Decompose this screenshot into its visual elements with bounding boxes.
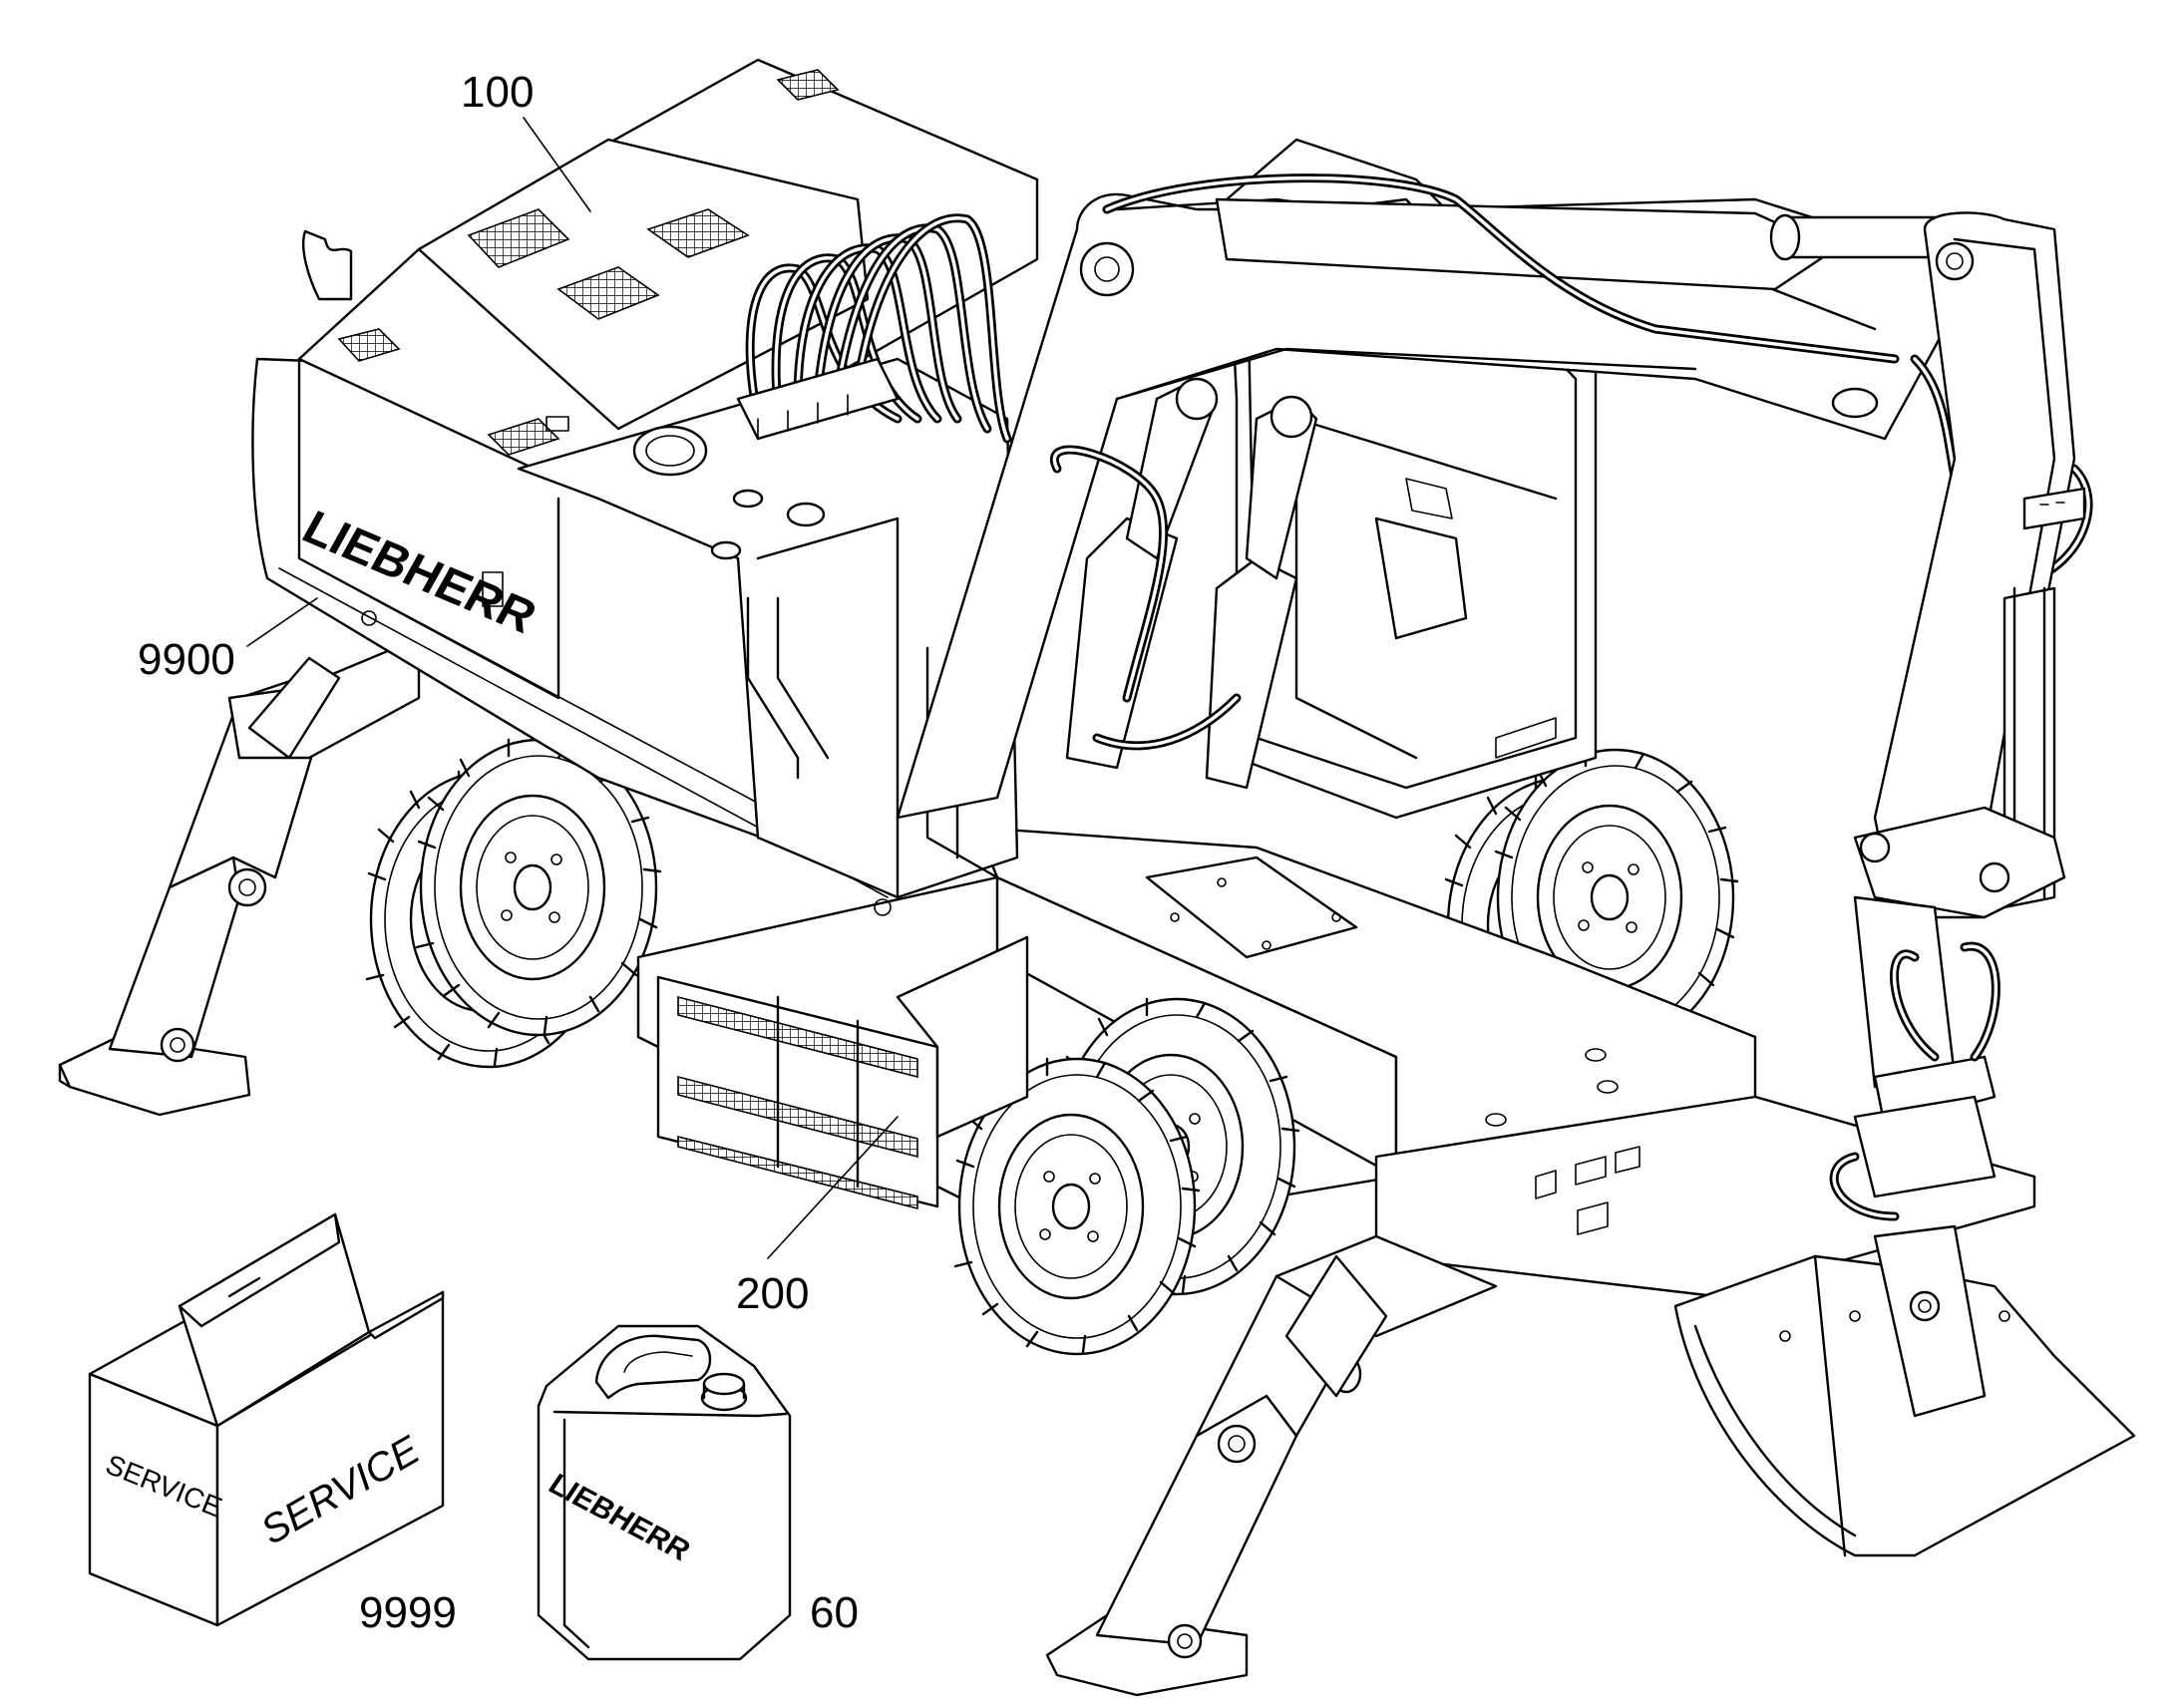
outrigger-front: [1045, 1234, 1498, 1697]
rear-wheel-left: [365, 738, 662, 1069]
callout-60: 60: [810, 1588, 859, 1637]
bucket-linkage: [1829, 806, 2066, 1221]
callout-9999: 9999: [359, 1588, 457, 1637]
outrigger-left-rear: [58, 636, 421, 1117]
bucket: [1673, 1224, 2136, 1557]
callout-200: 200: [736, 1269, 809, 1318]
callout-9900: 9900: [138, 635, 235, 684]
hose-bundle: [736, 213, 1012, 444]
callout-100: 100: [461, 68, 534, 117]
boom-cylinders: [1050, 377, 1318, 790]
upper-house: [251, 58, 1039, 916]
service-box: SERVICE SERVICE: [88, 1212, 445, 1627]
stick-cylinder: [1102, 173, 2093, 583]
leader-lines: [246, 117, 899, 1259]
fluid-canister: LIEBHERR: [537, 1324, 792, 1661]
